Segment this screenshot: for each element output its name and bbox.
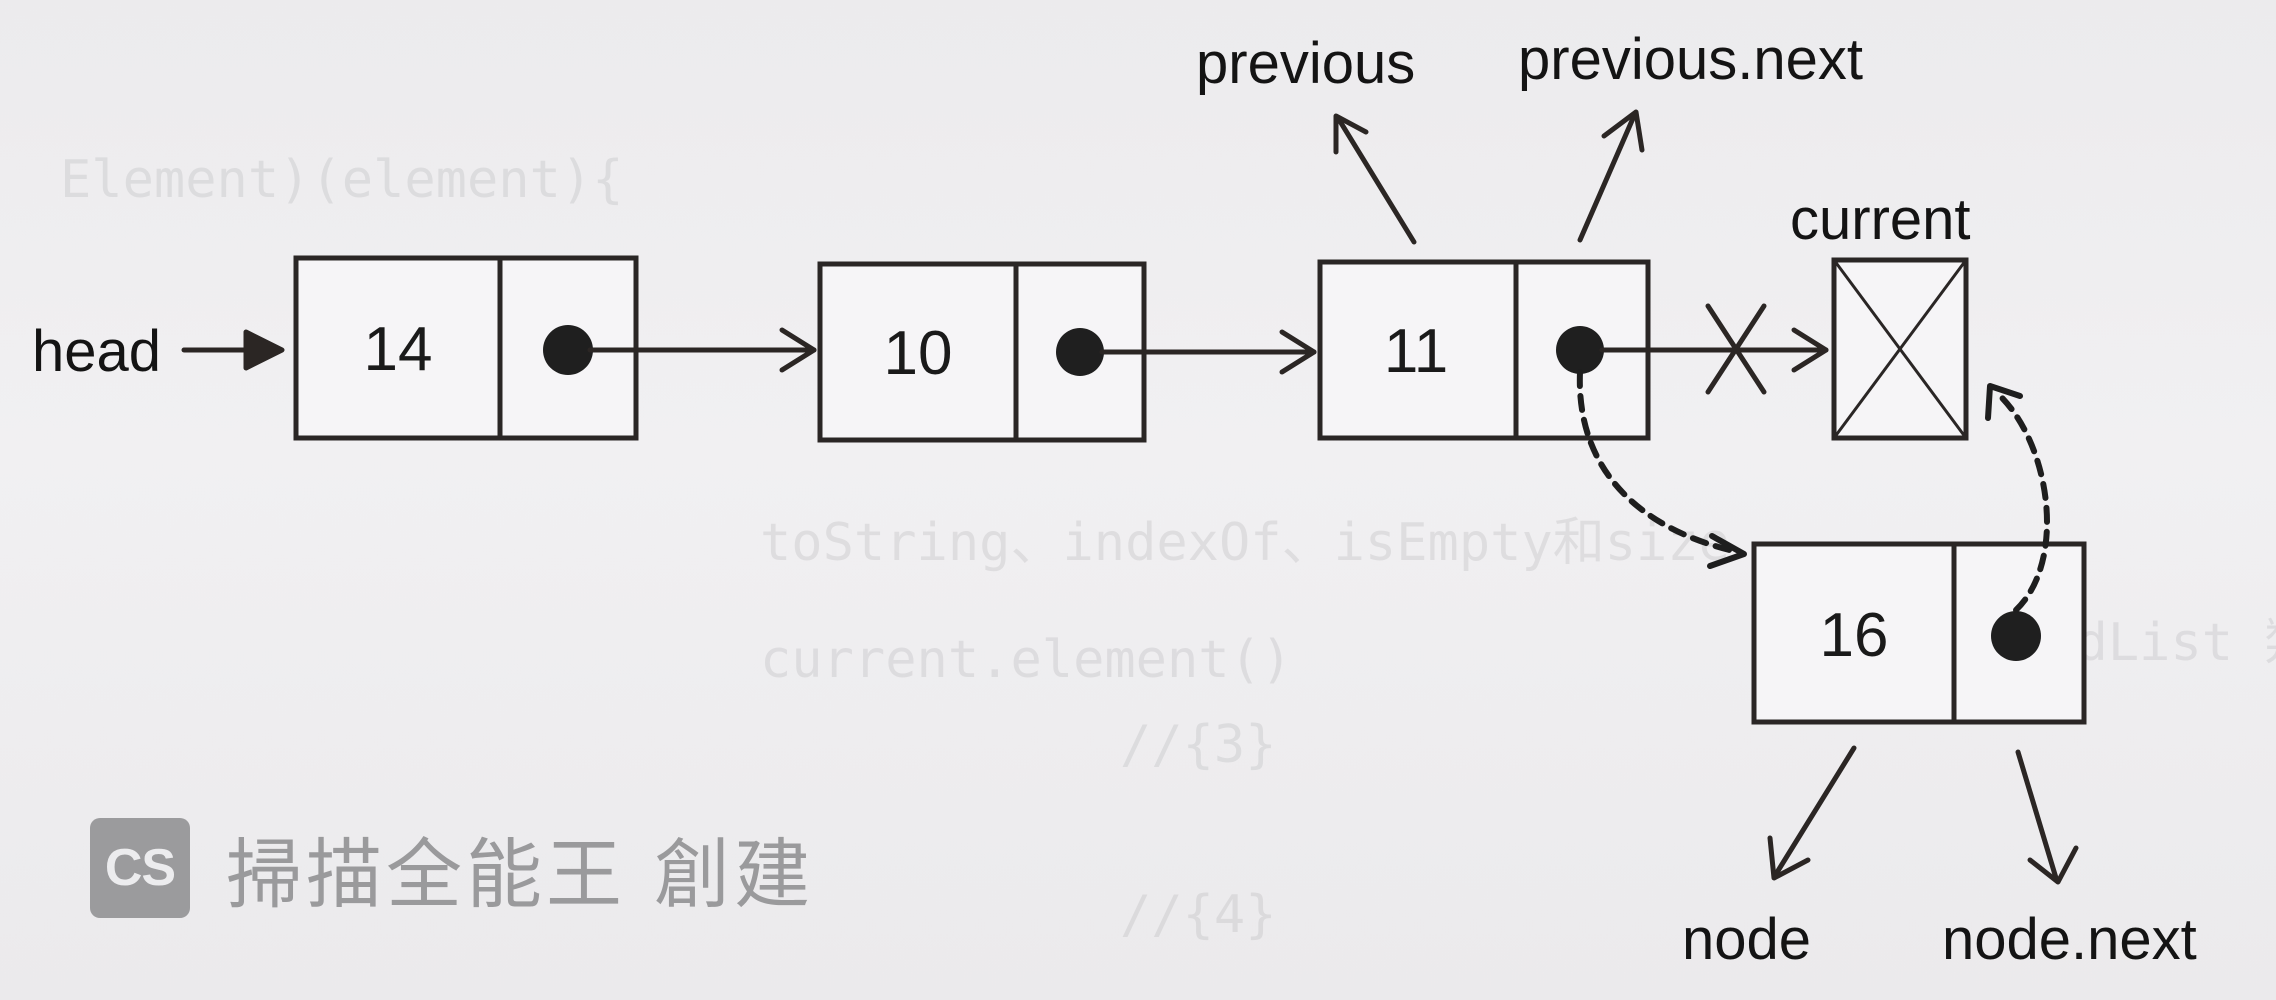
removed-link-x-icon [1705, 303, 1767, 395]
pointer-dot [543, 325, 593, 375]
node-next-arrow [2015, 749, 2079, 885]
head-arrowhead [243, 329, 285, 371]
head-label: head [32, 319, 162, 384]
dashed-arrow-16-to-current [1993, 389, 2051, 613]
current-label: current [1790, 187, 1971, 252]
node-arrow [1767, 745, 1857, 881]
node-value-10: 10 [884, 319, 953, 388]
scanner-watermark: CS 掃描全能王 創建 [90, 818, 814, 919]
previous-label: previous [1196, 31, 1416, 96]
dashed-arrow-11-to-16 [1576, 369, 1741, 555]
watermark-text: 掃描全能王 創建 [226, 830, 815, 919]
bleed-text-3: current.element() [760, 630, 1293, 690]
list-node-14: 14 [293, 255, 639, 441]
camscanner-logo-icon: CS [90, 818, 190, 918]
bleed-text-5: //{4} [1120, 885, 1277, 945]
previous-arrow [1333, 113, 1417, 245]
dashed-arrowhead [1985, 383, 2023, 421]
next-arrow-10-11 [1099, 329, 1317, 375]
node-value-14: 14 [364, 315, 433, 384]
list-node-11: 11 [1317, 259, 1651, 441]
node-value-16: 16 [1820, 601, 1889, 670]
watermark-logo-text: CS [104, 839, 176, 897]
node-next-label: node.next [1942, 907, 2197, 972]
list-node-10: 10 [817, 261, 1147, 443]
pointer-dot [1056, 328, 1104, 376]
list-node-16: 16 [1751, 541, 2087, 725]
previous-next-arrow [1577, 109, 1645, 243]
pointer-dot [1556, 326, 1604, 374]
bleed-text-2: toString、indexOf、isEmpty和size [760, 513, 1730, 573]
dashed-arrowhead [1707, 533, 1747, 569]
next-arrow-11-current [1599, 327, 1829, 373]
bleed-text-4: //{3} [1120, 715, 1277, 775]
pointer-dot [1991, 611, 2041, 661]
bleed-text-1: Element)(element){ [60, 150, 624, 210]
current-null-box [1831, 257, 1969, 441]
next-arrow-14-10 [587, 327, 817, 373]
node-value-11: 11 [1384, 317, 1448, 386]
node-label: node [1682, 907, 1812, 972]
previous-next-label: previous.next [1518, 27, 1863, 92]
